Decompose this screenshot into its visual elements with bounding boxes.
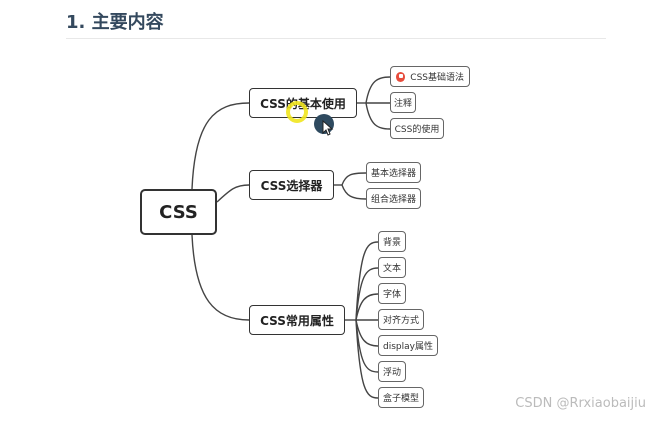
connector-root-branch-2 — [216, 184, 250, 203]
leaf-combinator-selectors[interactable]: 组合选择器 — [366, 188, 421, 209]
watermark: CSDN @Rrxiaobaijiu — [515, 396, 646, 411]
leaf-display-property[interactable]: display属性 — [378, 335, 438, 356]
mouse-cursor-icon — [322, 120, 334, 136]
mindmap-root[interactable]: CSS — [140, 189, 217, 235]
cursor-highlight-ring — [286, 101, 308, 123]
leaf-label: CSS基础语法 — [410, 73, 464, 83]
leaf-comments[interactable]: 注释 — [390, 92, 416, 113]
leaf-css-basic-syntax[interactable]: CSS基础语法 — [390, 66, 470, 87]
leaf-background[interactable]: 背景 — [378, 231, 406, 252]
flag-icon — [396, 71, 406, 82]
leaf-font[interactable]: 字体 — [378, 283, 406, 304]
leaf-box-model[interactable]: 盒子模型 — [378, 387, 424, 408]
connector-root-branch-3 — [191, 234, 250, 321]
section-heading: 1. 主要内容 — [66, 12, 164, 33]
leaf-basic-selectors[interactable]: 基本选择器 — [366, 162, 421, 183]
connector-root-branch-1 — [191, 102, 250, 190]
leaf-css-usage[interactable]: CSS的使用 — [390, 118, 444, 139]
branch-css-common-properties[interactable]: CSS常用属性 — [249, 305, 345, 335]
branch-css-selectors[interactable]: CSS选择器 — [249, 170, 334, 200]
leaf-float[interactable]: 浮动 — [378, 361, 406, 382]
leaf-alignment[interactable]: 对齐方式 — [378, 309, 424, 330]
heading-divider — [66, 38, 606, 39]
leaf-text[interactable]: 文本 — [378, 257, 406, 278]
